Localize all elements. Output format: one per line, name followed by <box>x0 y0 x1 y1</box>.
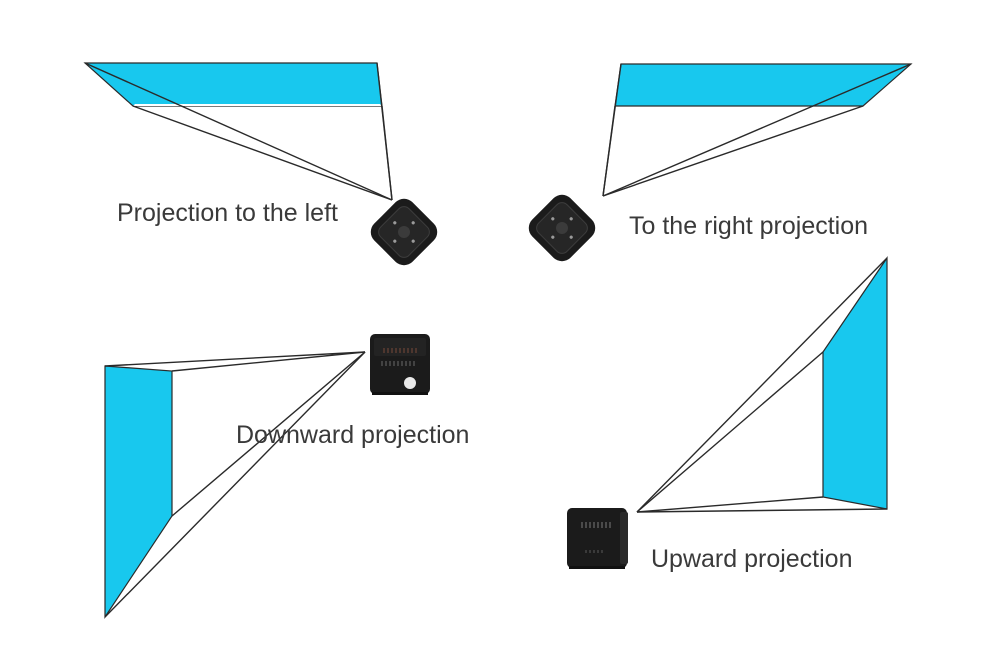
downward-beam-lines <box>104 351 366 618</box>
caption-projection-upward: Upward projection <box>651 545 853 573</box>
caption-projection-left: Projection to the left <box>117 199 338 227</box>
upward-projector-icon <box>567 508 628 569</box>
right-projection-group <box>528 63 913 262</box>
upward-screen <box>822 256 888 510</box>
upward-projection-group <box>567 256 888 569</box>
downward-projection-group <box>104 334 430 619</box>
upward-beam-lines <box>636 257 888 513</box>
left-projector-icon <box>370 198 438 266</box>
downward-projector-icon <box>370 334 430 395</box>
right-beam-lines <box>602 63 912 197</box>
right-projector-icon <box>528 194 596 262</box>
left-projection-group <box>83 62 438 266</box>
left-beam-lines <box>84 62 393 201</box>
left-screen <box>83 62 383 107</box>
right-screen <box>614 63 913 107</box>
left-screen-inner-edge <box>133 104 382 106</box>
downward-screen <box>104 365 173 619</box>
caption-projection-right: To the right projection <box>629 212 869 240</box>
caption-projection-downward: Downward projection <box>236 421 470 449</box>
